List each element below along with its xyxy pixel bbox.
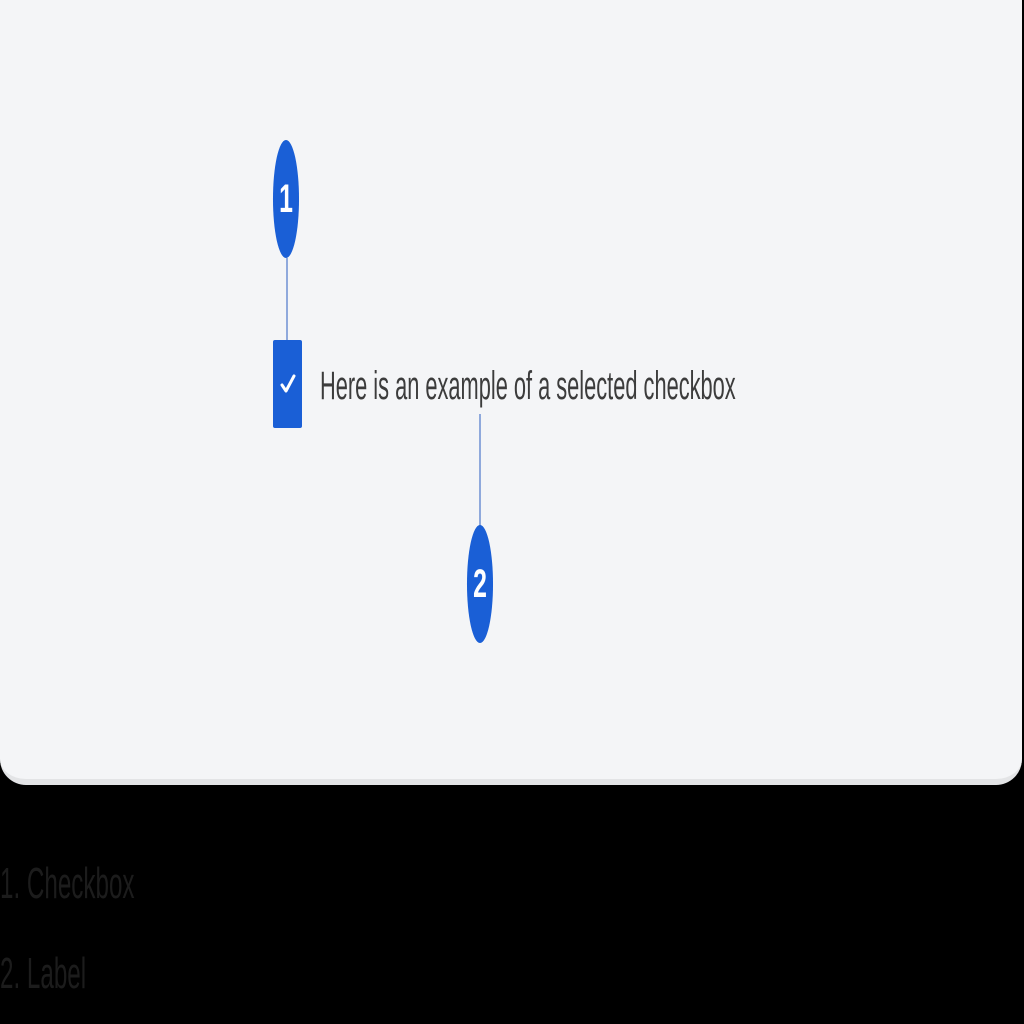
checkmark-icon	[280, 374, 295, 393]
callout-leader-line-2	[479, 414, 481, 526]
callout-marker-2: 2	[466, 525, 494, 643]
callout-marker-number: 2	[473, 562, 487, 606]
callout-marker-number: 1	[279, 177, 293, 221]
callout-leader-line-1	[286, 258, 288, 342]
selected-checkbox[interactable]	[273, 340, 302, 428]
legend-item-label: 2. Label	[0, 949, 87, 998]
legend-item-checkbox: 1. Checkbox	[0, 859, 135, 908]
example-panel: 1 Here is an example of a selected check…	[0, 0, 1022, 785]
checkbox-label[interactable]: Here is an example of a selected checkbo…	[320, 364, 736, 408]
callout-marker-1: 1	[272, 140, 300, 258]
